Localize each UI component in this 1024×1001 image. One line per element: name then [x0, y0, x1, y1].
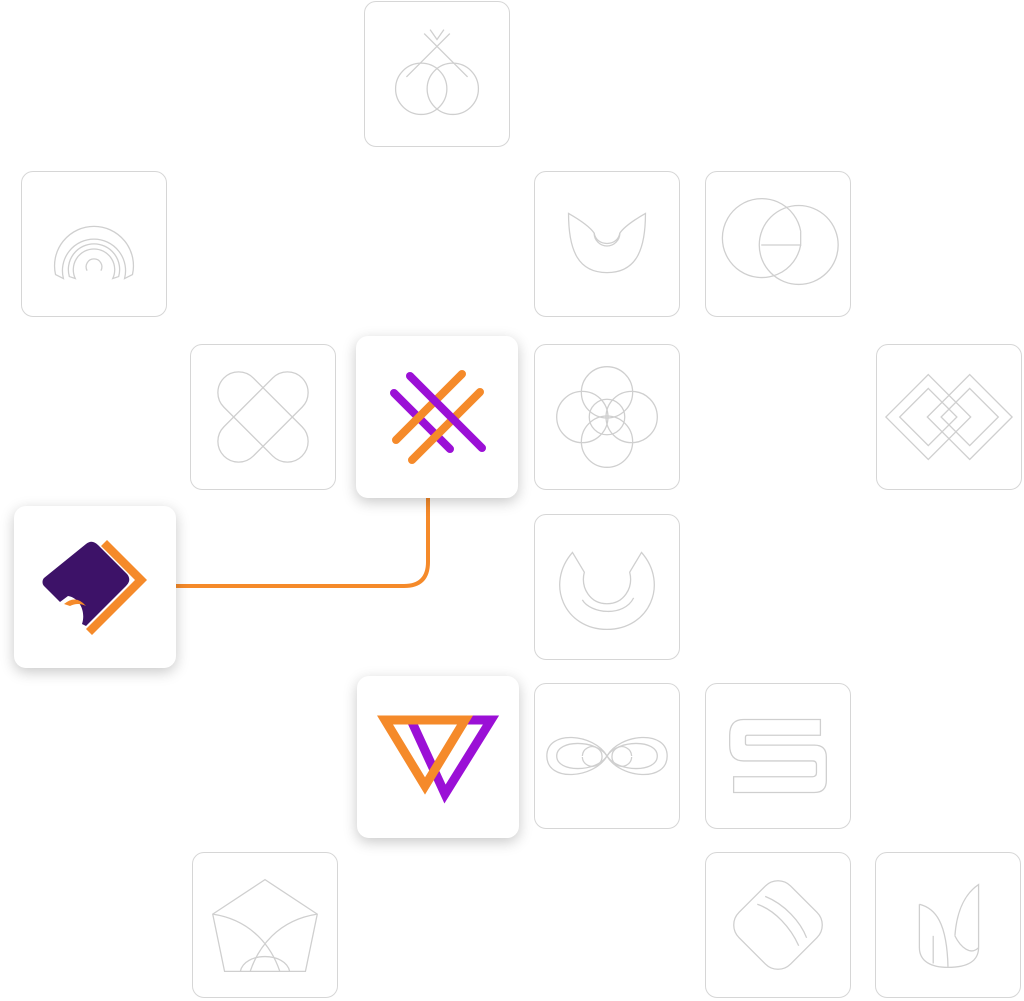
pebble-icon	[733, 880, 823, 970]
infinity-icon	[546, 736, 668, 776]
tile-knot[interactable]	[364, 1, 510, 147]
tile-crescent[interactable]	[534, 514, 680, 660]
hashtag-logo-card[interactable]	[356, 336, 518, 498]
knot-icon	[394, 29, 480, 116]
tile-pebble[interactable]	[705, 852, 851, 998]
ring-cluster-icon	[556, 366, 658, 468]
crossed-lines-icon	[390, 370, 486, 464]
tile-arch[interactable]	[21, 171, 167, 317]
tile-tulip[interactable]	[534, 171, 680, 317]
diamond-book-icon	[42, 540, 147, 635]
tile-cross-band[interactable]	[190, 344, 336, 490]
book-logo-card[interactable]	[14, 506, 176, 668]
tile-petal[interactable]	[875, 852, 1021, 998]
cross-band-icon	[217, 371, 309, 463]
double-triangle-icon	[377, 715, 500, 804]
tile-linked-diamonds[interactable]	[876, 344, 1022, 490]
petal-icon	[918, 883, 980, 969]
tile-infinity[interactable]	[534, 683, 680, 829]
s-letter-icon	[729, 718, 827, 794]
tile-ring-cluster[interactable]	[534, 344, 680, 490]
linked-diamonds-icon	[884, 373, 1014, 461]
tile-overlapping-circles[interactable]	[705, 171, 851, 317]
crescent-icon	[559, 551, 655, 631]
connector-book-to-hashtag	[176, 498, 430, 588]
double-v-logo-card[interactable]	[357, 676, 519, 838]
arch-icon	[53, 225, 135, 280]
pentagon-icon	[212, 878, 318, 972]
tile-s-letter[interactable]	[705, 683, 851, 829]
tulip-icon	[567, 212, 647, 274]
tile-pentagon[interactable]	[192, 852, 338, 998]
overlapping-circles-icon	[721, 198, 839, 286]
